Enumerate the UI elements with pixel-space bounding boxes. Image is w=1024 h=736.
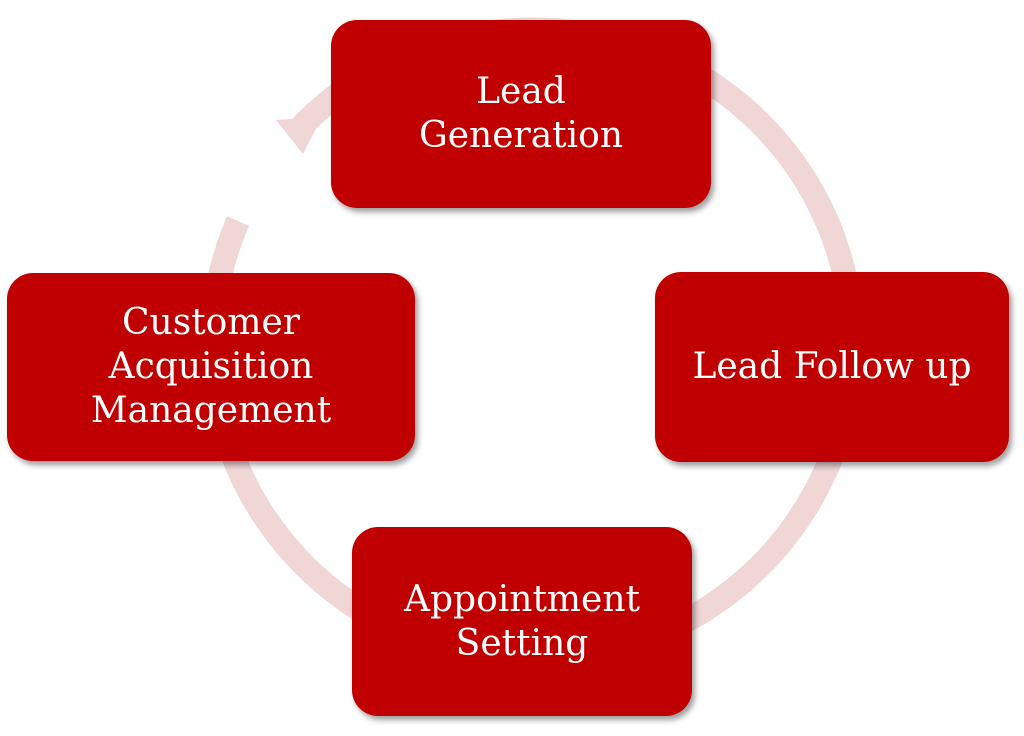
cycle-arrowhead — [276, 117, 322, 154]
step-customer-acquisition-management: Customer Acquisition Management — [7, 273, 415, 461]
step-appointment-setting: Appointment Setting — [352, 527, 692, 716]
step-lead-follow-up: Lead Follow up — [655, 272, 1009, 462]
step-lead-generation-label: Lead Generation — [418, 71, 624, 156]
step-lead-follow-up-label: Lead Follow up — [692, 346, 972, 387]
step-appointment-setting-label: Appointment Setting — [403, 578, 641, 664]
step-customer-acquisition-management-label: Customer Acquisition Management — [90, 302, 332, 431]
step-lead-generation: Lead Generation — [331, 20, 711, 208]
